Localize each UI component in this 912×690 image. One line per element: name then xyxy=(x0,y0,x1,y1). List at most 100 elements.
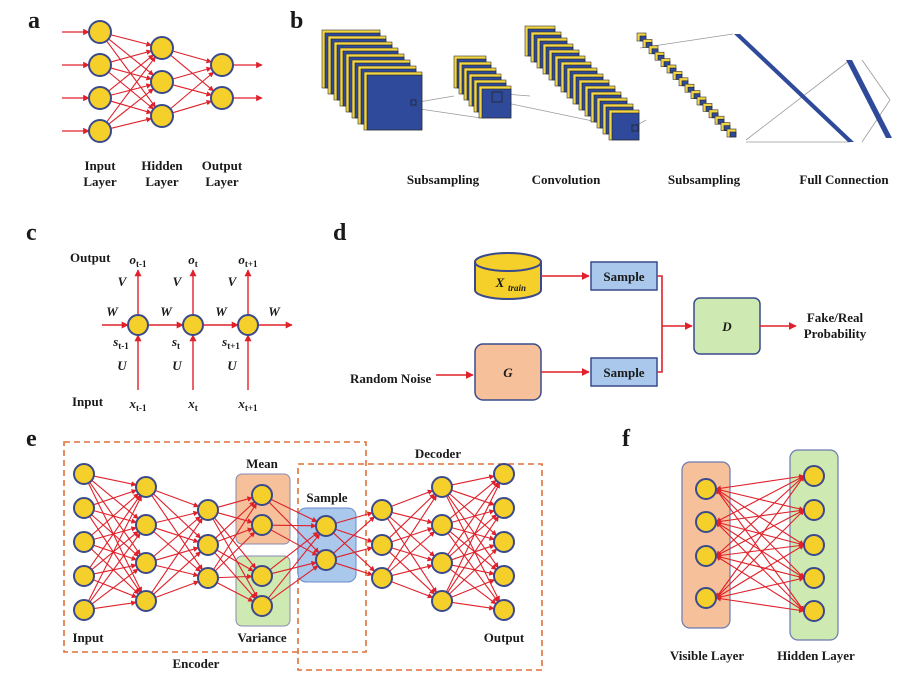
output-o-label: ot-1 xyxy=(130,252,147,269)
connection-edge xyxy=(89,481,141,556)
panel-b-label-subsampling-1: Subsampling xyxy=(407,172,480,187)
connection-edge xyxy=(172,99,212,114)
connection-edge xyxy=(155,580,200,599)
output-o-label-subscript: t-1 xyxy=(136,259,147,269)
input-node xyxy=(73,531,95,553)
panel-f-nodes xyxy=(695,465,825,622)
connection-edge xyxy=(90,548,140,595)
input-x-label: xt-1 xyxy=(129,396,147,413)
weight-w-label: W xyxy=(215,304,228,319)
panel-b-letter: b xyxy=(290,8,303,34)
connection-edge xyxy=(172,66,212,80)
connection-edge xyxy=(388,493,436,539)
connection-edge xyxy=(388,551,436,595)
decoder-node xyxy=(431,552,453,574)
connection-edge xyxy=(110,34,152,47)
panel-a-output-label-2: Layer xyxy=(205,174,238,189)
encoder-node xyxy=(135,590,157,612)
panel-a-letter: a xyxy=(28,8,40,34)
generator-label: G xyxy=(503,365,513,380)
weight-v-label: V xyxy=(228,274,238,289)
connection-edge xyxy=(391,527,434,543)
connection-edge xyxy=(447,481,499,556)
decoder-node xyxy=(371,567,393,589)
subsample-1-map xyxy=(481,88,512,119)
connection-edge xyxy=(217,573,253,580)
subsample-2-map xyxy=(729,131,737,138)
mean-label: Mean xyxy=(246,456,279,471)
panel-f-connections xyxy=(715,474,805,613)
connection-edge xyxy=(93,600,137,610)
connection-edge xyxy=(217,527,254,543)
state-s-label-subscript: t+1 xyxy=(227,341,240,351)
feature-link xyxy=(861,99,891,143)
kernel-square xyxy=(410,99,417,106)
sample-node xyxy=(315,549,337,571)
hidden-node xyxy=(803,499,825,521)
visible-node xyxy=(695,587,717,609)
connection-edge xyxy=(93,475,137,487)
output-node xyxy=(493,565,515,587)
state-s-label-subscript: t-1 xyxy=(118,341,129,351)
random-noise-label: Random Noise xyxy=(350,371,431,386)
sample-box-1-label: Sample xyxy=(603,269,644,284)
connection-edge xyxy=(91,493,139,536)
xtrain-label: X xyxy=(495,275,505,290)
connection-edge xyxy=(387,518,437,594)
connection-edge xyxy=(333,516,375,554)
recurrent-node xyxy=(182,314,204,336)
connection-edge xyxy=(153,531,201,572)
panel-f-letter: f xyxy=(622,426,631,452)
panel-e-letter: e xyxy=(26,426,37,452)
connection-edge xyxy=(93,526,137,540)
convolution-map xyxy=(611,112,640,141)
connection-edge xyxy=(155,489,200,508)
visible-node xyxy=(695,478,717,500)
encoder-region xyxy=(63,441,367,653)
connection-edge xyxy=(106,56,156,123)
state-s-label: st+1 xyxy=(221,334,240,351)
output-node xyxy=(210,86,234,110)
connection-edge xyxy=(451,544,496,561)
decoder-region xyxy=(297,463,543,671)
input-x-label-subscript: t-1 xyxy=(136,403,147,413)
hidden-node xyxy=(150,36,174,60)
connection-edge xyxy=(391,547,433,562)
decoder-node xyxy=(431,590,453,612)
connection-edge xyxy=(335,562,374,577)
encoder-node xyxy=(135,476,157,498)
connection-edge xyxy=(110,117,152,129)
variance-label: Variance xyxy=(237,630,287,645)
connection-edge xyxy=(391,563,433,577)
connection-edge xyxy=(269,531,319,571)
input-node xyxy=(88,53,112,77)
decoder-node xyxy=(431,514,453,536)
output-node xyxy=(210,53,234,77)
connection-edge xyxy=(155,546,199,561)
connection-edge xyxy=(151,517,203,594)
panel-b-cnn: b Subsampling Convolution Subsampling Fu… xyxy=(290,8,892,187)
fc-layer-1 xyxy=(734,34,854,142)
connection-edge xyxy=(155,564,199,578)
input-node xyxy=(73,497,95,519)
output-o-label: ot+1 xyxy=(238,252,258,269)
connection-edge xyxy=(391,511,433,525)
panel-a-connections xyxy=(62,28,263,135)
vae-output-label: Output xyxy=(484,630,525,645)
connection-edge xyxy=(216,582,254,602)
input-map xyxy=(366,74,423,131)
weight-w-label: W xyxy=(160,304,173,319)
connection-edge xyxy=(155,510,199,524)
panel-d-letter: d xyxy=(333,220,347,246)
panel-a-hidden-label-2: Layer xyxy=(145,174,178,189)
connection-edge xyxy=(91,514,139,557)
decoder-node xyxy=(371,534,393,556)
connection-edge xyxy=(451,527,495,541)
state-s-label-subscript: t xyxy=(177,341,180,351)
connection-edge xyxy=(270,498,318,523)
connection-edge xyxy=(449,530,497,571)
connection-edge xyxy=(391,489,434,507)
connection-edge xyxy=(447,515,499,593)
panel-d-arrows xyxy=(436,272,797,379)
recurrent-node xyxy=(237,314,259,336)
